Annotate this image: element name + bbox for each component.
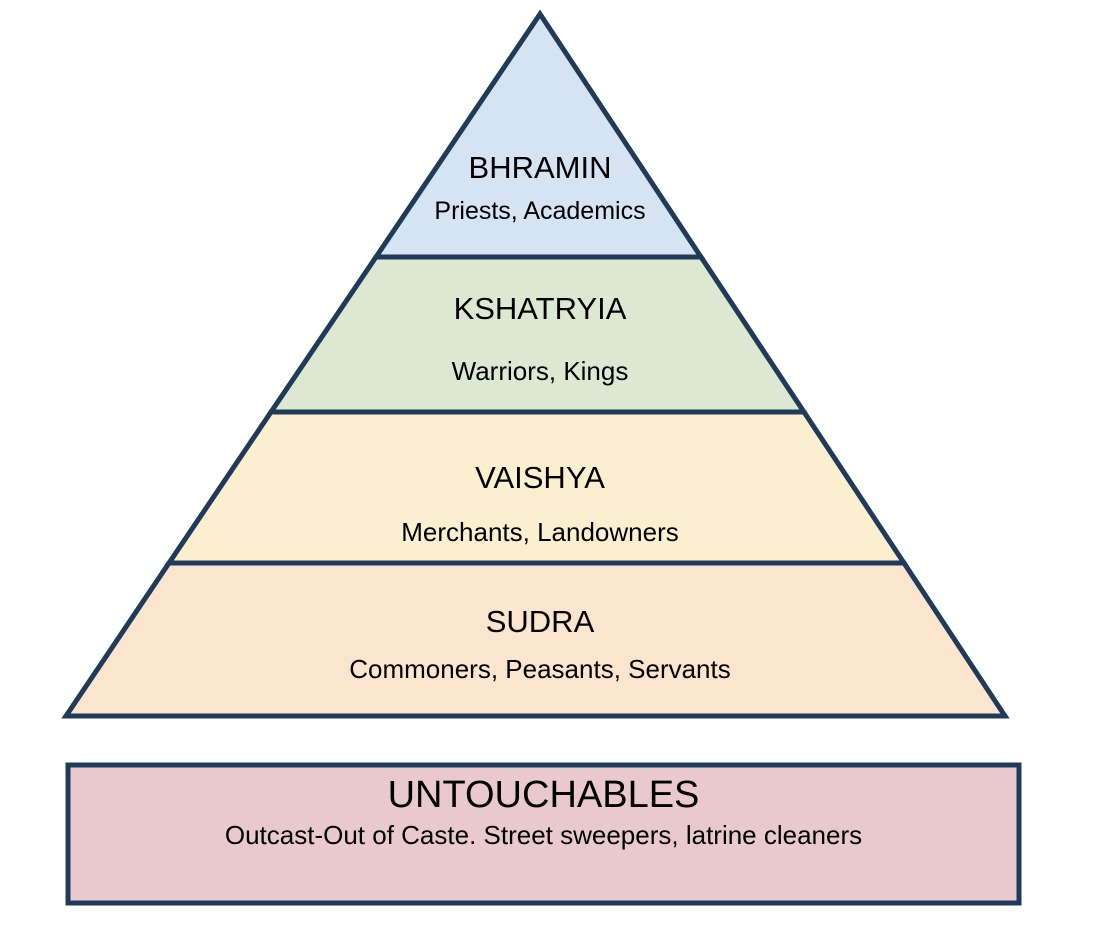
tier-title-bhramin: BHRAMIN xyxy=(468,150,612,185)
tier-desc-sudra: Commoners, Peasants, Servants xyxy=(349,654,731,684)
tier-title-sudra: SUDRA xyxy=(485,604,595,639)
pyramid-tier-shape-sudra xyxy=(61,560,1010,719)
untouchables-title: UNTOUCHABLES xyxy=(387,774,700,816)
tier-desc-bhramin: Priests, Academics xyxy=(434,197,646,225)
tier-desc-vaishya: Merchants, Landowners xyxy=(401,517,679,547)
untouchables-box-shape xyxy=(65,762,1022,906)
tier-desc-kshatryia: Warriors, Kings xyxy=(451,356,629,386)
pyramid-tier-shape-kshatryia xyxy=(266,254,809,415)
tier-title-vaishya: VAISHYA xyxy=(475,460,605,495)
tier-title-kshatryia: KSHATRYIA xyxy=(453,291,627,326)
untouchables-desc: Outcast-Out of Caste. Street sweepers, l… xyxy=(224,820,863,850)
